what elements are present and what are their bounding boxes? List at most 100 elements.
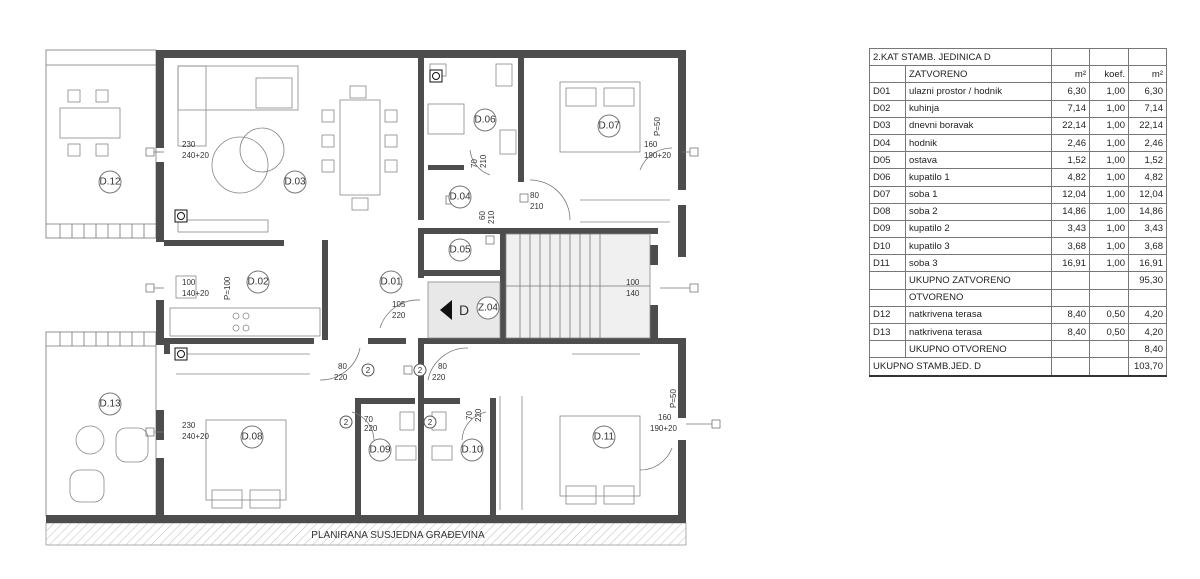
open-total-label: UKUPNO OTVORENO — [905, 340, 1052, 359]
svg-text:2: 2 — [344, 418, 349, 427]
cell-koef: 1,00 — [1089, 202, 1129, 221]
open-total: 8,40 — [1128, 340, 1167, 359]
cell-total: 3,43 — [1128, 219, 1167, 239]
terrace-d13-outline — [45, 331, 157, 517]
room-label-z04: Z.04 — [478, 303, 498, 314]
bedroom-d08-bed — [176, 353, 310, 509]
cell-code: D13 — [869, 322, 906, 342]
cell-name: kupatilo 3 — [905, 237, 1052, 256]
cell-code: D02 — [869, 99, 906, 118]
cell-total: 22,14 — [1128, 116, 1167, 135]
col-m2-total: m² — [1128, 65, 1167, 84]
open-header: OTVORENO — [905, 288, 1052, 307]
cell-name: soba 3 — [905, 254, 1052, 273]
cell-name: soba 2 — [905, 202, 1052, 221]
room-label-d10: D.10 — [461, 445, 483, 456]
cell-code: D07 — [869, 185, 906, 204]
terrace-d13-railing — [46, 332, 156, 347]
cell-code: D09 — [869, 219, 906, 239]
svg-text:105: 105 — [392, 300, 406, 309]
closed-total-row: UKUPNO ZATVORENO 95,30 — [869, 271, 1167, 290]
cell-total: 4,82 — [1128, 168, 1167, 187]
walls — [46, 50, 686, 523]
svg-text:160: 160 — [658, 413, 672, 422]
dimension-annotations: 230 240+20 230 240+20 100 140+20 P=100 1… — [182, 117, 678, 441]
cell-code: D11 — [869, 254, 906, 273]
svg-text:80: 80 — [338, 362, 347, 371]
cell-koef: 1,00 — [1089, 82, 1129, 101]
cell-area: 6,30 — [1051, 82, 1090, 101]
cell-koef: 1,00 — [1089, 151, 1129, 170]
room-label-d07: D.07 — [598, 121, 620, 132]
cell-koef: 1,00 — [1089, 116, 1129, 135]
terrace-d12-table — [59, 89, 121, 157]
extinguisher-icon — [174, 69, 443, 361]
cell-code: D04 — [869, 133, 906, 153]
svg-text:P=50: P=50 — [653, 117, 662, 136]
closed-header-row: ZATVORENO m² koef. m² — [869, 65, 1167, 84]
closed-total: 95,30 — [1128, 271, 1167, 290]
cell-name: kupatilo 1 — [905, 168, 1052, 187]
room-label-d06: D.06 — [474, 115, 496, 126]
svg-text:100: 100 — [626, 278, 640, 287]
svg-text:220: 220 — [334, 373, 348, 382]
svg-text:220: 220 — [432, 373, 446, 382]
svg-text:80: 80 — [438, 362, 447, 371]
cell-code: D12 — [869, 305, 906, 325]
svg-text:2: 2 — [366, 366, 371, 375]
svg-text:100: 100 — [182, 278, 196, 287]
cell-area: 22,14 — [1051, 116, 1090, 135]
cell-name: kupatilo 2 — [905, 219, 1052, 239]
svg-text:220: 220 — [392, 311, 406, 320]
living-room-furniture — [177, 65, 398, 233]
cell-area: 2,46 — [1051, 133, 1090, 153]
cell-total: 14,86 — [1128, 202, 1167, 221]
table-title: 2.KAT STAMB. JEDINICA D — [869, 47, 1052, 67]
cell-name: hodnik — [905, 133, 1052, 153]
cell-koef: 1,00 — [1089, 237, 1129, 256]
area-table: 2.KAT STAMB. JEDINICA D ZATVORENO m² koe… — [869, 47, 1167, 377]
cell-area: 12,04 — [1051, 185, 1090, 204]
cell-area: 1,52 — [1051, 151, 1090, 170]
grand-total-row: UKUPNO STAMB.JED. D 103,70 — [869, 357, 1167, 377]
cell-code: D06 — [869, 168, 906, 187]
svg-text:70: 70 — [470, 159, 479, 168]
room-label-d09: D.09 — [369, 445, 391, 456]
cell-name: natkrivena terasa — [905, 305, 1052, 325]
cell-koef: 0,50 — [1089, 305, 1129, 325]
cell-koef: 1,00 — [1089, 254, 1129, 273]
svg-text:60: 60 — [478, 211, 487, 220]
svg-text:140+20: 140+20 — [182, 289, 209, 298]
svg-text:2: 2 — [428, 418, 433, 427]
neighbor-building-label: PLANIRANA SUSJEDNA GRAĐEVINA — [311, 530, 485, 541]
floor-plan: D — [45, 49, 721, 546]
room-label-d08: D.08 — [241, 432, 263, 443]
stair-label: D — [459, 302, 469, 318]
cell-area: 7,14 — [1051, 99, 1090, 118]
cell-total: 7,14 — [1128, 99, 1167, 118]
entry-arrow-icon — [440, 300, 452, 320]
cell-name: ostava — [905, 151, 1052, 170]
cell-area: 3,68 — [1051, 237, 1090, 256]
cell-koef: 1,00 — [1089, 185, 1129, 204]
marker-2-icons: 2 2 2 2 — [339, 363, 437, 429]
col-m2: m² — [1051, 65, 1090, 84]
cell-area: 16,91 — [1051, 254, 1090, 273]
cell-area: 4,82 — [1051, 168, 1090, 187]
terrace-d13-chairs — [69, 425, 149, 503]
svg-text:230: 230 — [182, 140, 196, 149]
cell-area: 8,40 — [1051, 305, 1090, 325]
cell-total: 4,20 — [1128, 322, 1167, 342]
cell-name: dnevni boravak — [905, 116, 1052, 135]
svg-text:210: 210 — [530, 202, 544, 211]
cell-koef: 1,00 — [1089, 168, 1129, 187]
cell-name: soba 1 — [905, 185, 1052, 204]
